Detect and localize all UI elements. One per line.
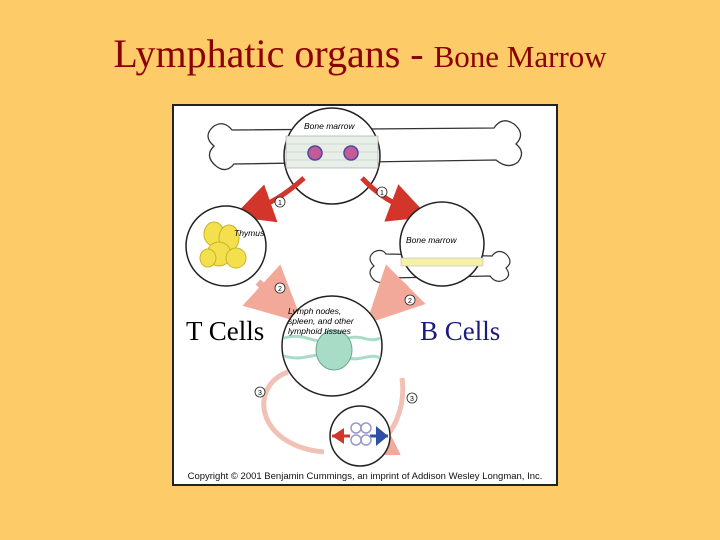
- bone-marrow-top-circle: [283, 107, 381, 205]
- step1-left: 1: [278, 200, 282, 207]
- stem-cell-left: [307, 145, 323, 161]
- thymus-label: Thymus: [234, 228, 265, 238]
- bone-marrow-right-label: Bone marrow: [406, 235, 457, 245]
- arrow-marrow-to-lymph: [366, 264, 426, 324]
- step3-left: 3: [258, 390, 262, 397]
- stem-cell-right: [343, 145, 359, 161]
- copyright-caption: Copyright © 2001 Benjamin Cummings, an i…: [187, 471, 543, 482]
- lymphatic-diagram: Bone marrow 1 1 Thymus Bone marrow: [172, 104, 558, 486]
- slide-title-sub: Bone Marrow: [433, 39, 607, 74]
- slide-title: Lymphatic organs - Bone Marrow: [0, 30, 720, 77]
- arrow-to-bone-marrow: [360, 176, 429, 222]
- t-cells-label: T Cells: [184, 316, 267, 347]
- lymph-label-line2: spleen, and other: [288, 316, 355, 326]
- step2-left: 2: [278, 286, 282, 293]
- lymph-label-line1: Lymph nodes,: [288, 306, 341, 316]
- bone-marrow-top-label: Bone marrow: [304, 121, 355, 131]
- diagram-svg: Bone marrow 1 1 Thymus Bone marrow: [185, 107, 523, 467]
- step1-right: 1: [380, 190, 384, 197]
- lymph-nodes-circle: [281, 295, 383, 397]
- arrow-thymus-to-lymph: [242, 264, 303, 323]
- lymph-label-line3: lymphoid tissues: [288, 326, 352, 336]
- thymus-circle: [185, 205, 267, 287]
- step3-right: 3: [410, 396, 414, 403]
- capillary-bed-circle: [329, 405, 391, 467]
- step2-right: 2: [408, 298, 412, 305]
- circulation-loop-left: [261, 369, 325, 455]
- slide-title-main: Lymphatic organs -: [113, 31, 434, 76]
- b-cells-label: B Cells: [420, 316, 501, 346]
